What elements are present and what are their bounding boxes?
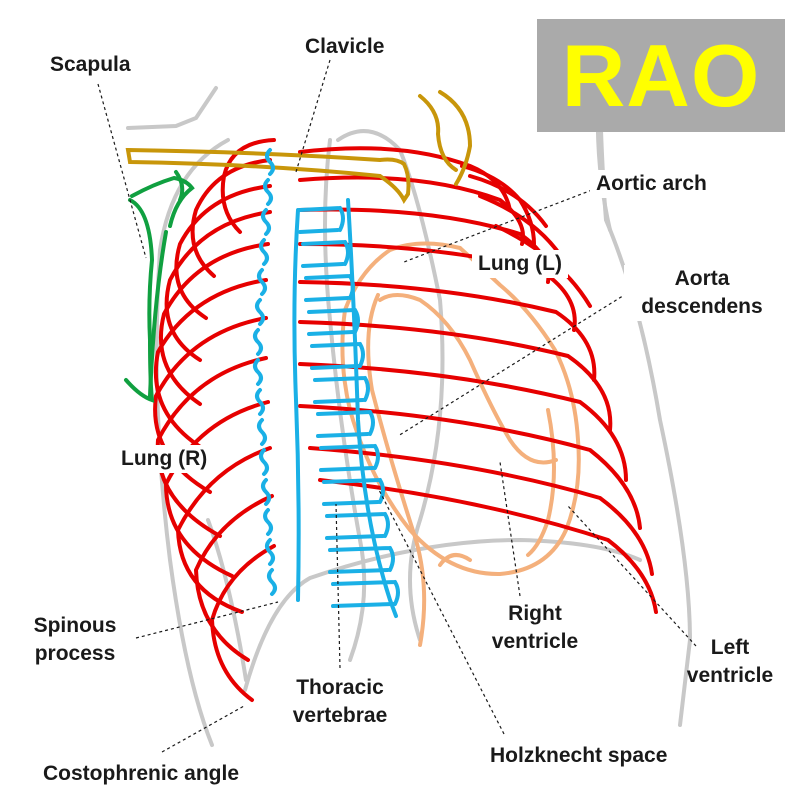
scapula-outline bbox=[124, 198, 155, 403]
silhouette-left-shoulder bbox=[126, 86, 218, 130]
vertebral-body bbox=[328, 546, 395, 574]
rib-right-posterior-9 bbox=[163, 400, 270, 578]
label-scapula: Scapula bbox=[50, 53, 131, 76]
rib-left-9 bbox=[308, 446, 654, 576]
spinous-process-segment bbox=[255, 388, 265, 416]
vertebral-body bbox=[319, 444, 380, 472]
rib-right-posterior-6 bbox=[153, 278, 268, 450]
scapula bbox=[124, 170, 195, 403]
label-holzknecht-space: Holzknecht space bbox=[490, 744, 668, 767]
heart-left-border bbox=[340, 241, 581, 577]
rib-right-posterior-11 bbox=[193, 494, 274, 662]
rib-left-6 bbox=[298, 320, 613, 432]
scapula-acromion bbox=[174, 170, 185, 202]
spinous-process-segment bbox=[259, 238, 269, 266]
label-spinous-process: Spinous process bbox=[33, 614, 117, 665]
rib-right-posterior-8 bbox=[155, 356, 268, 538]
spinous-process-segment bbox=[253, 358, 263, 386]
scapula-spine bbox=[130, 175, 195, 228]
spinous-process-segment bbox=[257, 268, 267, 296]
vertebral-column-edge bbox=[292, 208, 301, 602]
vertebral-column-edge bbox=[346, 198, 398, 618]
vertebral-body bbox=[322, 478, 385, 506]
spinous-process-segment bbox=[263, 508, 273, 536]
label-thoracic-vertebrae: Thoracic vertebrae bbox=[292, 676, 388, 727]
silhouette-spine-shadow bbox=[323, 138, 367, 662]
label-right-ventricle: Right ventricle bbox=[491, 602, 579, 653]
rib-left-anterior-2 bbox=[468, 174, 548, 228]
vertebral-body bbox=[301, 240, 350, 268]
spinous-process-segment bbox=[259, 448, 269, 476]
leader-left-ventricle bbox=[567, 505, 697, 647]
spinous-process-segment bbox=[267, 568, 277, 596]
rib-left-5 bbox=[298, 280, 597, 382]
leader-costophrenic bbox=[161, 705, 245, 753]
thoracic-vertebrae bbox=[253, 148, 400, 618]
rib-right-posterior-12 bbox=[209, 544, 276, 702]
clavicle bbox=[125, 90, 473, 204]
leader-holzknecht bbox=[377, 487, 505, 735]
vertebral-body bbox=[298, 206, 345, 234]
clavicle-left-acromion-inner bbox=[418, 94, 458, 172]
leader-spinous-process bbox=[135, 601, 279, 639]
vertebral-body bbox=[313, 376, 370, 404]
clavicle-left-acromion-outer bbox=[438, 90, 473, 186]
label-lung-r: Lung (R) bbox=[115, 445, 214, 473]
label-aorta-descendens: Aorta descendens bbox=[624, 265, 780, 321]
leader-thoracic-vertebrae bbox=[335, 503, 341, 669]
heart-outline bbox=[340, 241, 581, 647]
spinous-process-segment bbox=[255, 298, 265, 326]
spinous-process-segment bbox=[261, 208, 271, 236]
label-lung-l: Lung (L) bbox=[472, 250, 568, 278]
scapula-medial bbox=[148, 230, 168, 398]
spinous-process-segment bbox=[257, 418, 267, 446]
spinous-process-segment bbox=[253, 328, 263, 356]
spinous-process-segment bbox=[265, 148, 275, 176]
leader-lines bbox=[97, 59, 697, 753]
label-costophrenic-angle: Costophrenic angle bbox=[43, 762, 240, 785]
rib-left-8 bbox=[298, 404, 642, 530]
silhouette-left-torso bbox=[154, 138, 230, 747]
heart-right-ventricle-line bbox=[378, 293, 558, 465]
view-badge: RAO bbox=[537, 19, 785, 132]
leader-right-ventricle bbox=[499, 461, 521, 597]
spinous-process-segment bbox=[263, 178, 273, 206]
view-label: RAO bbox=[561, 25, 761, 125]
label-aortic-arch: Aortic arch bbox=[590, 170, 713, 198]
rib-right-posterior-4 bbox=[164, 210, 272, 362]
leader-scapula bbox=[97, 83, 147, 259]
heart-ascending-aorta bbox=[366, 293, 427, 647]
rib-right-posterior-10 bbox=[175, 446, 272, 614]
spinous-process-segment bbox=[261, 478, 271, 506]
heart-inflow bbox=[438, 553, 472, 567]
label-left-ventricle: Left ventricle bbox=[686, 636, 774, 687]
rib-left-7 bbox=[298, 362, 628, 482]
silhouette-mediastinum bbox=[336, 129, 445, 642]
spinous-process-segment bbox=[265, 538, 275, 566]
rib-left-2 bbox=[298, 175, 525, 246]
rib-left-10 bbox=[318, 478, 658, 614]
clavicle-shaft bbox=[125, 147, 411, 204]
leader-clavicle bbox=[295, 59, 331, 173]
rib-right-posterior-3 bbox=[174, 184, 272, 320]
vertebral-body bbox=[310, 342, 365, 370]
vertebral-body bbox=[316, 410, 375, 438]
rib-right-posterior-5 bbox=[159, 242, 270, 406]
label-clavicle: Clavicle bbox=[305, 35, 385, 58]
